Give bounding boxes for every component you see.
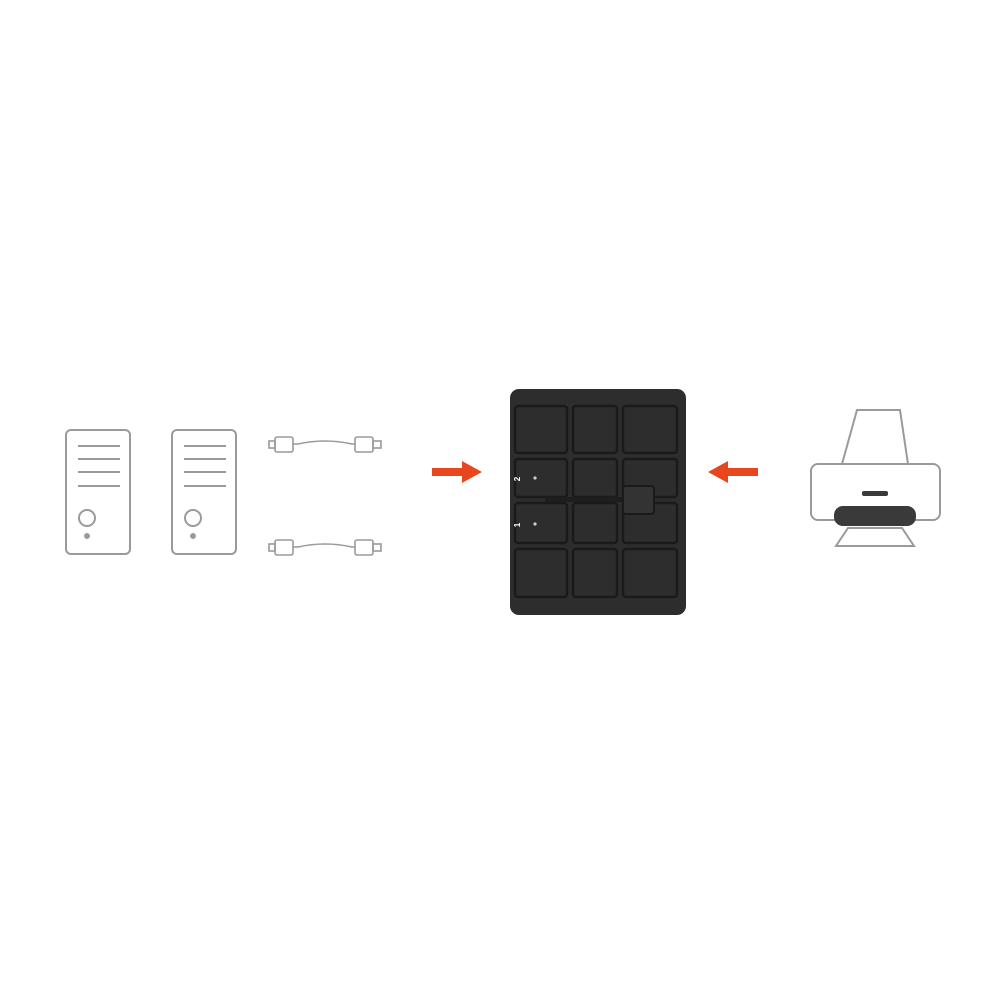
switch-slider-track xyxy=(545,497,649,502)
printer-icon xyxy=(810,409,941,547)
port-label-2: 2 xyxy=(513,476,522,481)
desktop-tower-icon xyxy=(65,429,131,555)
usb-cable-icon xyxy=(268,539,382,556)
arrow-left-icon xyxy=(708,461,758,483)
port-label-1: 1 xyxy=(513,522,522,527)
usb-cable-icon xyxy=(268,436,382,453)
port-indicator-dot xyxy=(533,476,537,480)
desktop-tower-icon xyxy=(171,429,237,555)
usb-switch-box-icon: 2 1 xyxy=(510,389,686,615)
switch-slider-knob xyxy=(622,485,655,515)
arrow-right-icon xyxy=(432,461,482,483)
port-indicator-dot xyxy=(533,522,537,526)
